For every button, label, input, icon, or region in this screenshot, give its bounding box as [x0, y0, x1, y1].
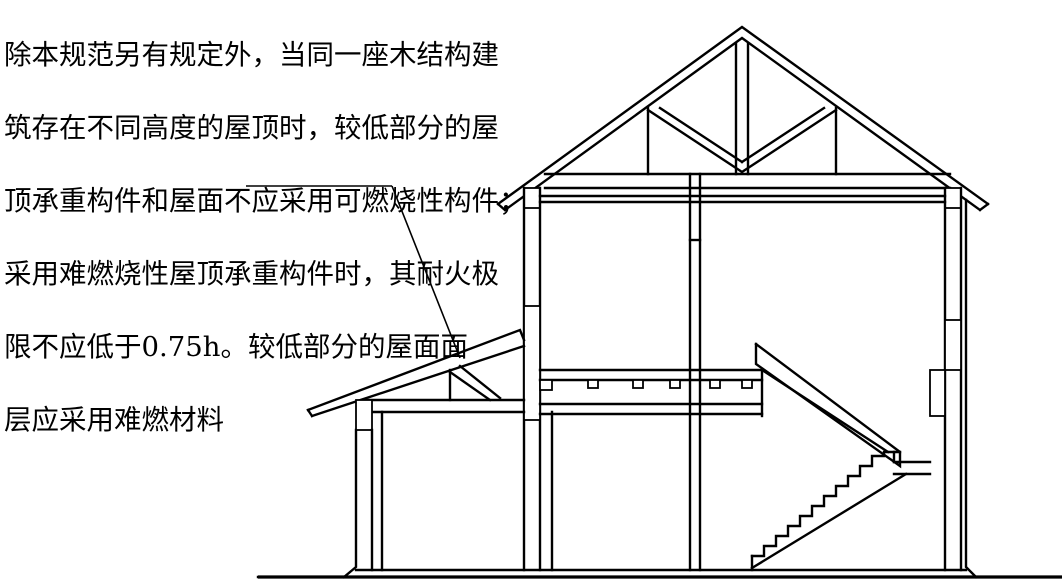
lower-roof [306, 328, 526, 418]
central-post [688, 172, 702, 572]
annotation-line-4: 采用难燃烧性屋顶承重构件时，其耐火极 [4, 257, 499, 290]
main-roof-truss [543, 42, 952, 190]
annotation-line-3: 顶承重构件和屋面不应采用可燃烧性构件； [4, 184, 527, 217]
annotation-line-5: 限不应低于0.75h。较低部分的屋面面 [4, 330, 468, 363]
annotation-text: 除本规范另有规定外，当同一座木结构建 筑存在不同高度的屋顶时，较低部分的屋 顶承… [4, 0, 594, 475]
upper-wall-plates [523, 187, 962, 209]
annotation-line-6: 层应采用难燃材料 [4, 403, 224, 436]
annotation-line-1: 除本规范另有规定外，当同一座木结构建 [4, 38, 499, 71]
lower-left-wall [355, 399, 554, 572]
main-roof [496, 25, 990, 212]
ground-line [256, 198, 1062, 579]
annotation-line-2: 筑存在不同高度的屋顶时，较低部分的屋 [4, 111, 499, 144]
staircase [750, 342, 932, 572]
upper-floor-beam [538, 368, 764, 418]
leader-line [246, 185, 461, 359]
